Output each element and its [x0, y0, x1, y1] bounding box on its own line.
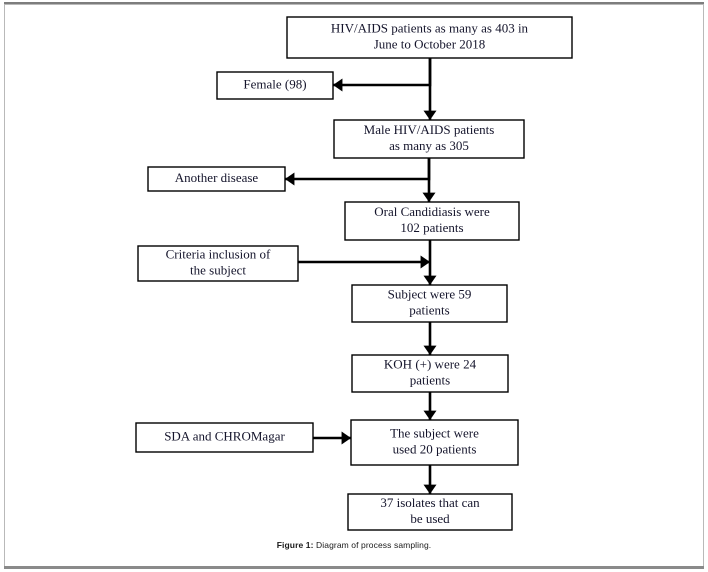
- node-label-line: patients: [410, 372, 450, 387]
- node-label-line: HIV/AIDS patients as many as 403 in: [331, 20, 529, 35]
- node-another-disease: Another disease: [147, 166, 286, 192]
- node-label-line: Criteria inclusion of: [166, 246, 271, 261]
- arrow-head-down: [423, 410, 437, 420]
- node-box: [347, 493, 513, 531]
- node-label-line: Oral Candidiasis were: [374, 204, 490, 219]
- arrow-head-down: [422, 192, 436, 202]
- node-female-excluded: Female (98): [216, 71, 334, 100]
- node-box: [286, 16, 573, 59]
- node-sda-chromagar: SDA and CHROMagar: [135, 422, 314, 453]
- node-box: [344, 201, 520, 241]
- figure-caption-label: Figure 1:: [276, 540, 314, 550]
- arrow-head-right: [420, 255, 430, 269]
- arrow-head-down: [423, 110, 437, 120]
- connector-line: [333, 58, 432, 87]
- node-label-line: used 20 patients: [393, 441, 477, 456]
- arrow-head-down: [423, 345, 437, 355]
- node-label-line: as many as 305: [389, 138, 469, 153]
- node-box: [333, 119, 525, 159]
- node-label-line: The subject were: [390, 425, 479, 440]
- node-label-line: KOH (+) were 24: [384, 356, 477, 371]
- connector-oral-to-subject: [423, 240, 437, 285]
- connector-male-to-oral: [422, 158, 436, 202]
- arrow-head-down: [423, 484, 437, 494]
- connector-criteria-to-flow: [298, 255, 430, 269]
- figure-caption: Figure 1: Diagram of process sampling.: [0, 540, 708, 550]
- arrow-head-left: [333, 78, 343, 92]
- frame-bottom-rule: [4, 566, 704, 569]
- node-box: [216, 71, 334, 100]
- node-label-line: 102 patients: [400, 220, 463, 235]
- node-box: [351, 354, 509, 393]
- node-total-patients: HIV/AIDS patients as many as 403 inJune …: [286, 16, 573, 59]
- connector-male-to-another-disease: [285, 158, 431, 186]
- node-label-line: 37 isolates that can: [380, 495, 480, 510]
- node-label-line: the subject: [190, 262, 246, 277]
- node-box: [350, 419, 519, 466]
- node-box: [351, 284, 508, 323]
- node-box: [137, 245, 299, 282]
- node-label-line: SDA and CHROMagar: [164, 428, 285, 443]
- connector-koh-to-used: [423, 392, 437, 420]
- flowchart-nodes: HIV/AIDS patients as many as 403 inJune …: [135, 16, 573, 531]
- connector-total-to-male: [423, 58, 437, 120]
- connector-sda-to-used: [313, 431, 351, 445]
- node-label-line: patients: [409, 302, 449, 317]
- node-label-line: June to October 2018: [374, 36, 486, 51]
- connector-line: [285, 158, 431, 181]
- node-box: [147, 166, 286, 192]
- connector-subject-to-koh: [423, 322, 437, 355]
- figure-caption-text: Diagram of process sampling.: [313, 540, 432, 550]
- arrow-head-down: [423, 275, 437, 285]
- connector-total-to-female: [333, 58, 432, 92]
- node-label-line: Subject were 59: [388, 286, 472, 301]
- node-label-line: Male HIV/AIDS patients: [364, 122, 495, 137]
- node-label-line: be used: [410, 511, 450, 526]
- node-label-line: Female (98): [243, 76, 306, 91]
- arrow-head-right: [341, 431, 351, 445]
- flowchart-connectors: [285, 58, 437, 494]
- frame-top-rule: [4, 2, 704, 5]
- arrow-head-left: [285, 172, 295, 186]
- node-label-line: Another disease: [175, 170, 259, 185]
- node-box: [135, 422, 314, 453]
- connector-used-to-isolates: [423, 465, 437, 494]
